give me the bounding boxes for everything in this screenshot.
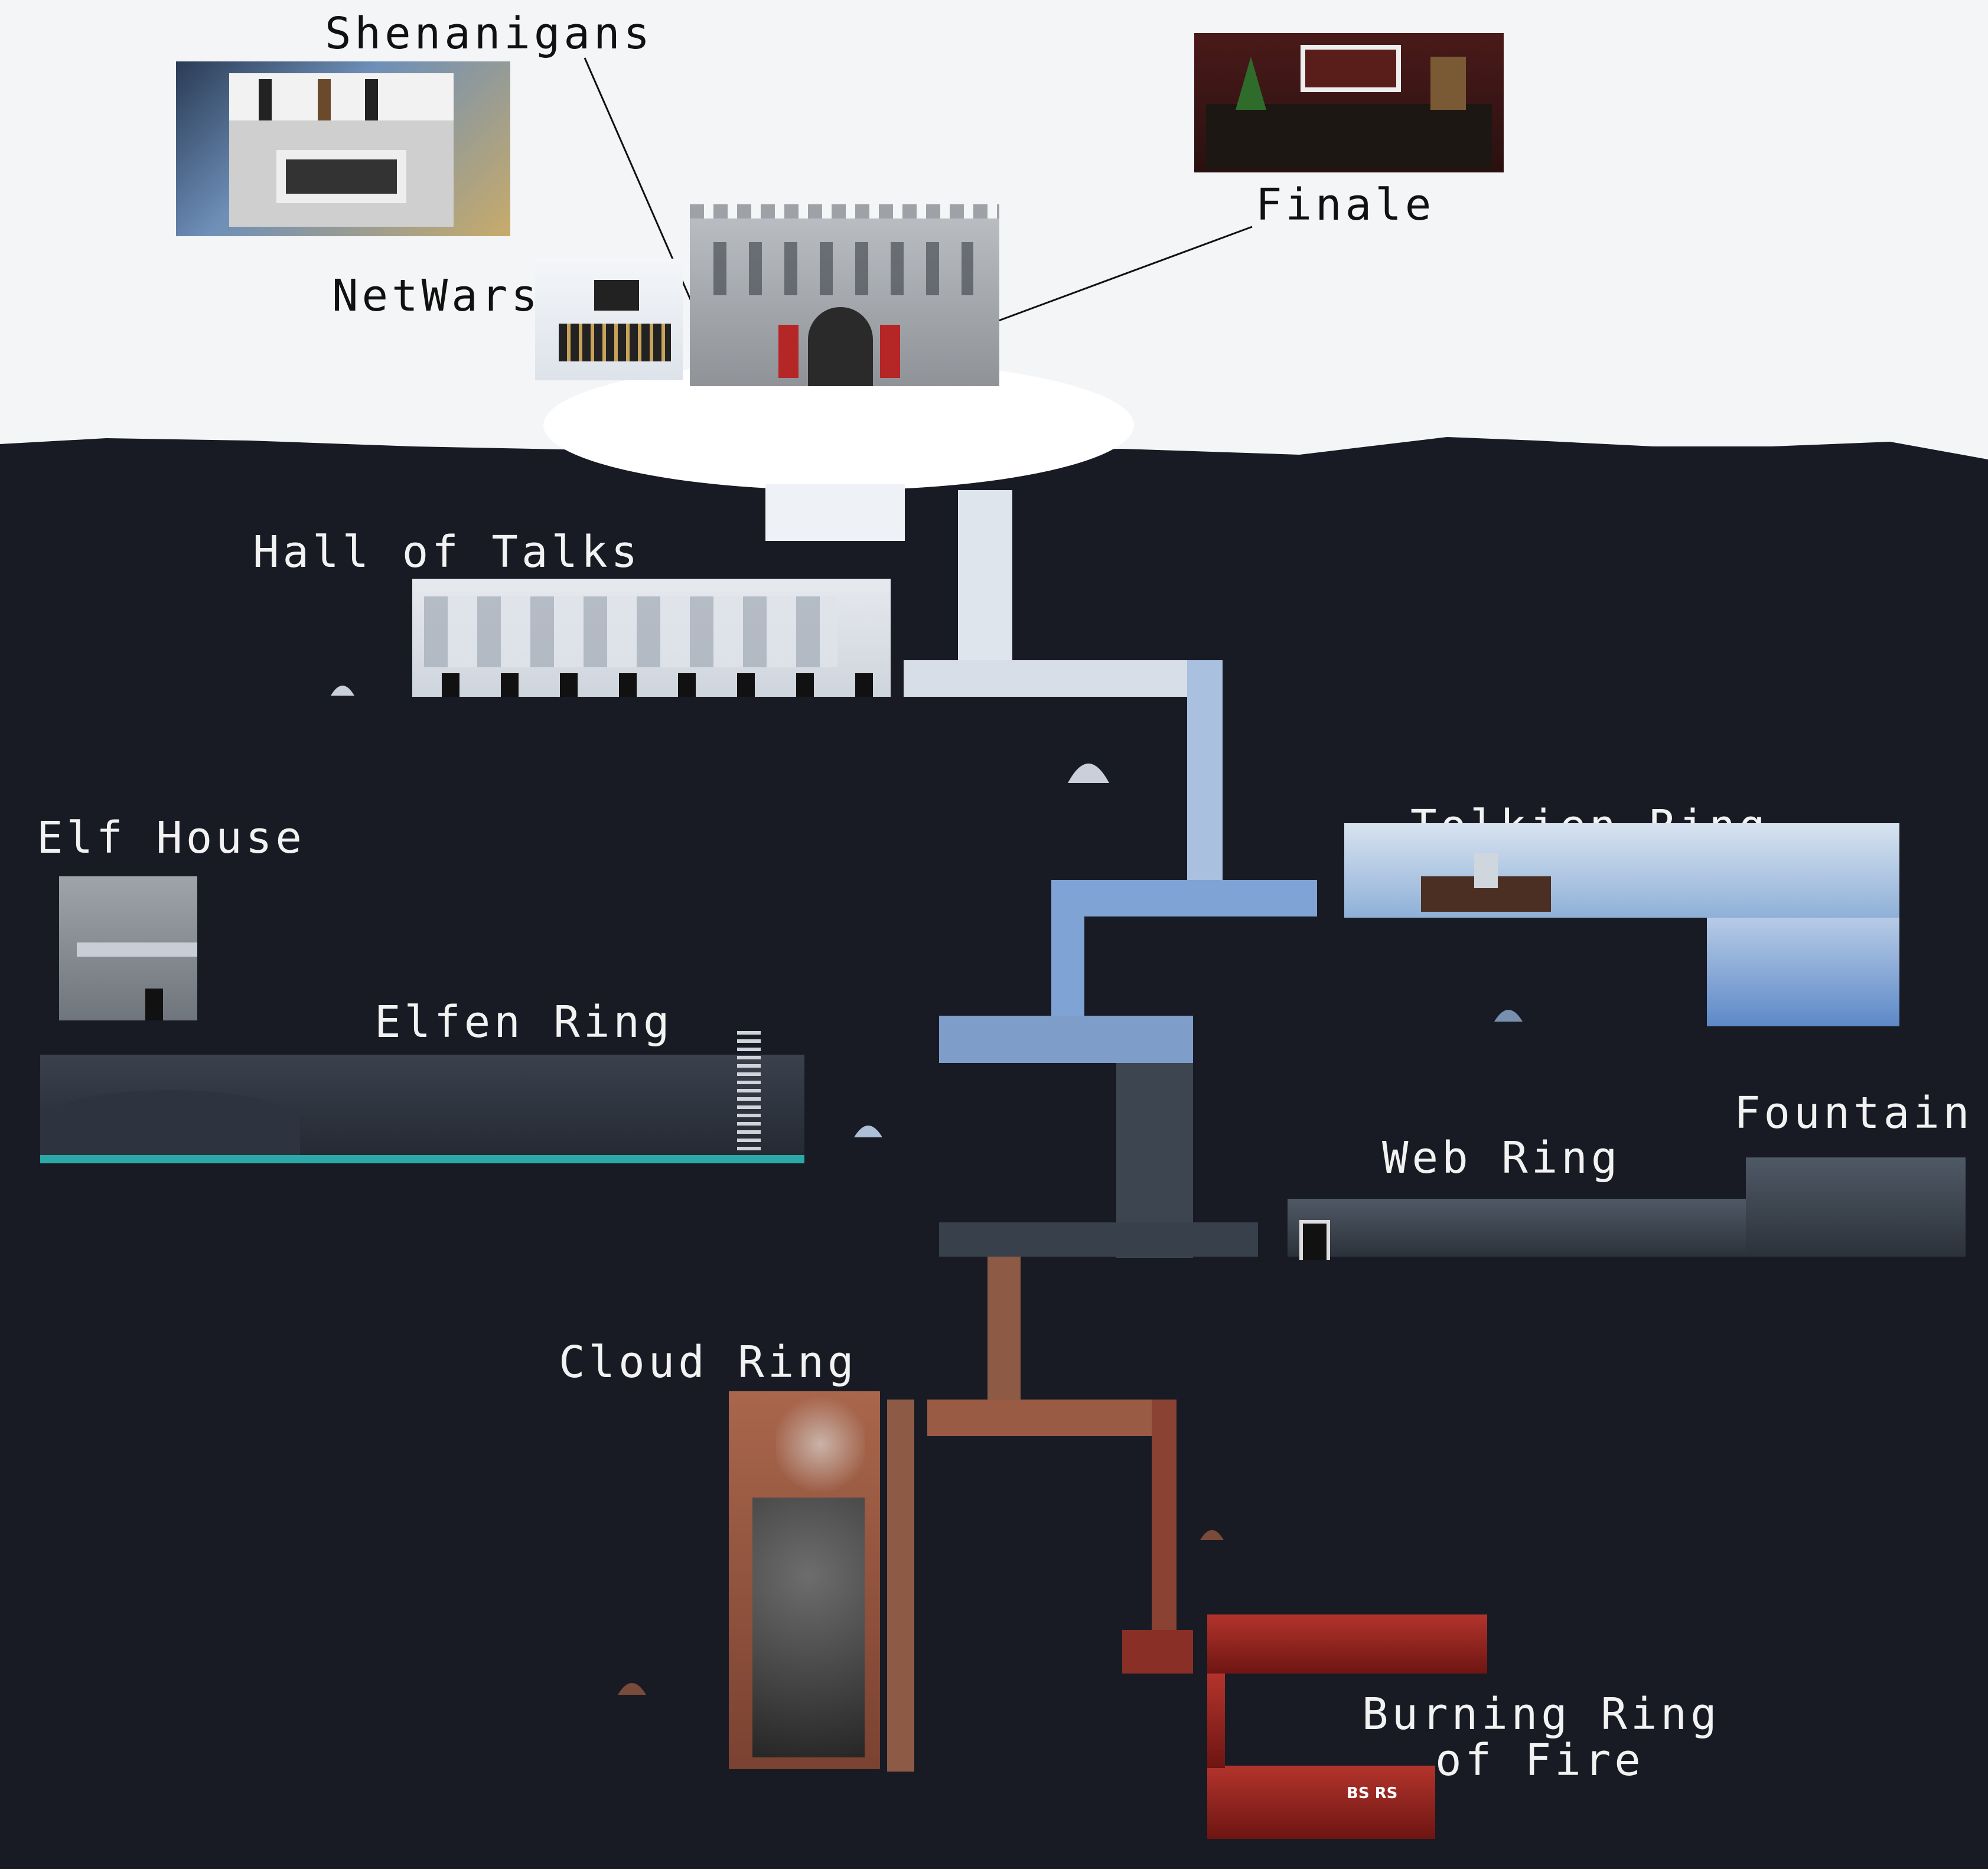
burning-entry bbox=[1122, 1630, 1193, 1674]
label-netwars: NetWars bbox=[332, 270, 541, 321]
boulder-3 bbox=[854, 1126, 882, 1137]
label-shenanigans: Shenanigans bbox=[325, 8, 654, 59]
boulder-1 bbox=[331, 686, 354, 696]
label-cloud-ring: Cloud Ring bbox=[559, 1337, 858, 1388]
cloud-ring-room bbox=[729, 1391, 880, 1769]
netwars-room bbox=[535, 259, 683, 380]
underground-region bbox=[0, 437, 1988, 1869]
label-finale: Finale bbox=[1256, 180, 1435, 230]
tunnel-hall-right bbox=[904, 660, 1223, 697]
castle bbox=[690, 204, 999, 386]
castle-entry-path bbox=[765, 484, 905, 541]
tolkien-ring-pool bbox=[1707, 918, 1899, 1026]
web-ring-room bbox=[1288, 1199, 1746, 1260]
vending-sign: BS RS bbox=[1347, 1785, 1398, 1802]
hall-of-talks-room bbox=[412, 579, 891, 697]
shaft-surface bbox=[958, 490, 1012, 667]
boulder-4 bbox=[1494, 1010, 1523, 1022]
shenanigans-leader bbox=[584, 57, 710, 342]
castle-snowfield bbox=[543, 360, 1134, 490]
label-burning-ring-line1: Burning Ring bbox=[1362, 1689, 1720, 1740]
burning-ring-link bbox=[1207, 1674, 1225, 1768]
label-web-ring: Web Ring bbox=[1382, 1133, 1621, 1183]
shaft-cloud bbox=[988, 1257, 1021, 1428]
tunnel-tolkien bbox=[1051, 880, 1317, 916]
shenanigans-room bbox=[176, 61, 510, 236]
shaft-tolkien bbox=[1187, 660, 1223, 885]
elf-house-door bbox=[145, 989, 163, 1020]
label-fountain: Fountain bbox=[1734, 1088, 1973, 1139]
elf-house-room bbox=[59, 876, 197, 1020]
fountain-room bbox=[1746, 1157, 1966, 1257]
burning-ring-upper bbox=[1207, 1614, 1487, 1674]
boulder-2 bbox=[1068, 764, 1109, 783]
cloud-ladder-shaft bbox=[887, 1400, 914, 1772]
tunnel-cloud-right bbox=[927, 1400, 1175, 1436]
boulder-6 bbox=[618, 1683, 646, 1695]
label-elf-house: Elf House bbox=[37, 813, 305, 863]
boulder-5 bbox=[1200, 1530, 1224, 1540]
burning-ring-lower: BS RS bbox=[1207, 1766, 1435, 1839]
tunnel-web-top bbox=[939, 1016, 1193, 1063]
shaft-burning bbox=[1152, 1400, 1176, 1653]
finale-room bbox=[1194, 33, 1504, 172]
elfen-ring-room bbox=[40, 1031, 804, 1163]
tunnel-web-bottom bbox=[939, 1222, 1258, 1257]
label-elfen-ring: Elfen Ring bbox=[374, 997, 673, 1048]
tolkien-ring-room bbox=[1344, 823, 1899, 918]
label-hall-of-talks: Hall of Talks bbox=[253, 527, 641, 578]
label-burning-ring-line2: of Fire bbox=[1435, 1735, 1644, 1786]
web-ring-door bbox=[1299, 1220, 1330, 1260]
